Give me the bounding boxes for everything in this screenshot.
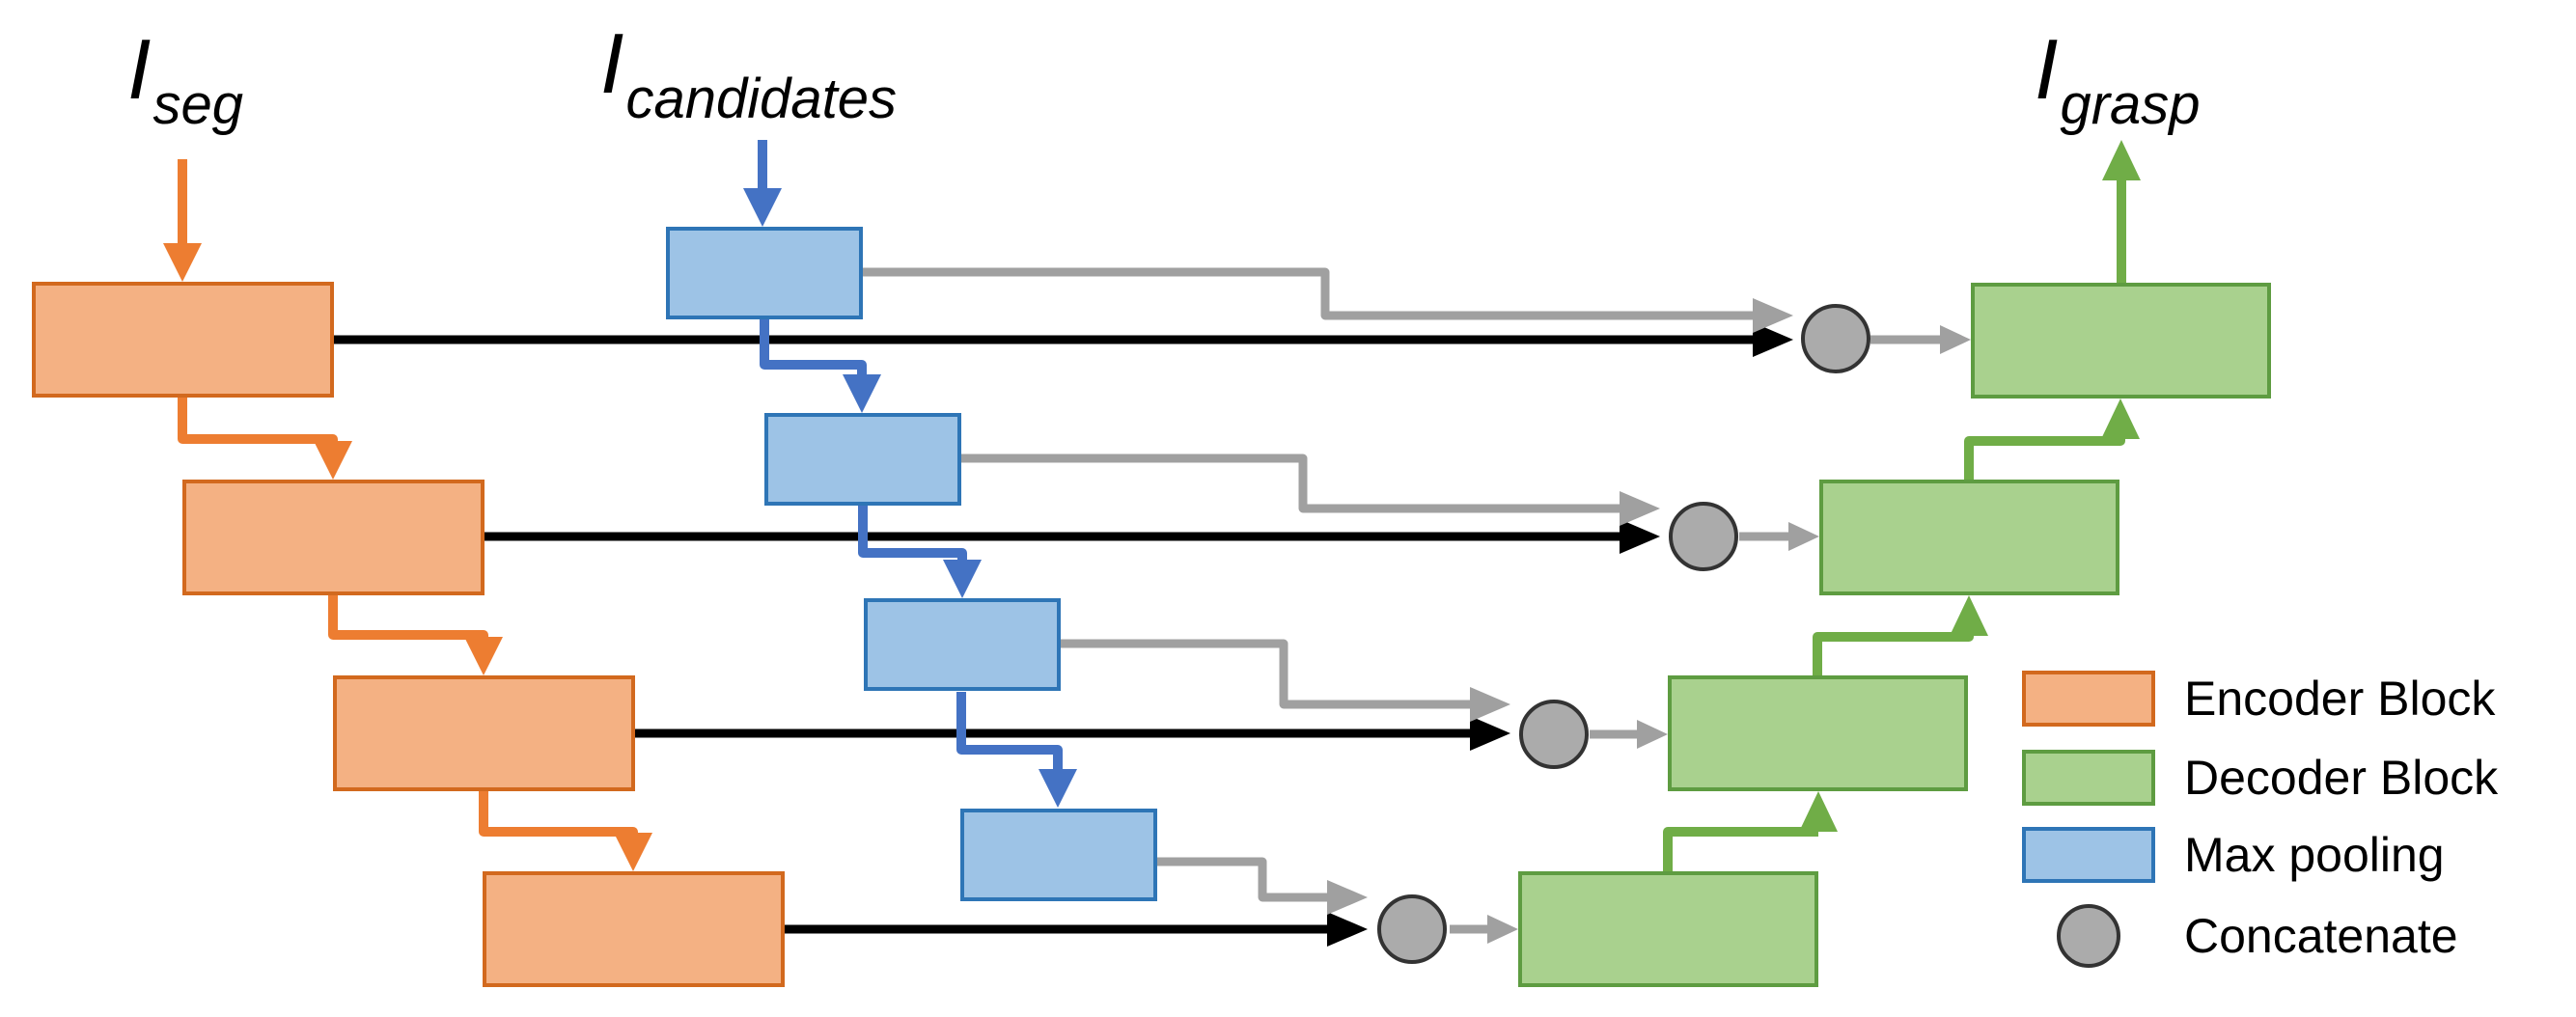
concatenate-swatch [2057, 904, 2120, 968]
concatenate-node-2 [1669, 502, 1738, 571]
decoder-block-4 [1518, 871, 1818, 987]
maxpool-skip-line-4 [1156, 857, 1368, 915]
maxpool-block-2 [764, 413, 961, 506]
output-label-grasp: Igrasp [2035, 21, 2201, 136]
legend-item-maxpool: Max pooling [2022, 827, 2445, 883]
legend-item-concatenate: Concatenate [2022, 904, 2458, 968]
input-arrow-seg [163, 159, 202, 282]
input-arrow-candidates [743, 140, 782, 227]
encoder-block-swatch [2022, 671, 2155, 727]
maxpool-block-3 [864, 598, 1061, 691]
concat-decoder-arrow-3 [1590, 720, 1668, 749]
input-label-candidates-sub: candidates [625, 68, 897, 130]
maxpool-skip-line-1 [862, 267, 1793, 333]
maxpool-swatch [2022, 827, 2155, 883]
input-label-candidates: Icandidates [600, 15, 897, 130]
concatenate-node-1 [1801, 304, 1870, 373]
decoder-block-swatch [2022, 750, 2155, 806]
maxpool-elbow-1-2 [760, 318, 881, 413]
decoder-block-3 [1668, 675, 1968, 791]
concat-decoder-arrow-1 [1870, 325, 1971, 354]
output-label-grasp-sub: grasp [2060, 73, 2201, 136]
legend-label-concatenate: Concatenate [2184, 909, 2458, 963]
maxpool-block-1 [666, 227, 863, 319]
decoder-block-1 [1971, 283, 2271, 399]
legend-label-encoder: Encoder Block [2184, 672, 2496, 726]
encoder-concat-line-3 [635, 716, 1510, 751]
encoder-block-1 [32, 282, 334, 398]
output-arrow-grasp [2102, 140, 2141, 283]
encoder-concat-line-4 [785, 912, 1368, 947]
concat-decoder-arrow-4 [1450, 915, 1518, 944]
encoder-elbow-2-3 [328, 595, 503, 675]
concatenate-node-4 [1377, 894, 1447, 964]
legend-label-decoder: Decoder Block [2184, 751, 2499, 805]
legend-item-decoder: Decoder Block [2022, 750, 2498, 806]
input-label-seg-sub: seg [152, 73, 243, 136]
concat-decoder-arrow-2 [1739, 522, 1819, 551]
maxpool-skip-line-3 [1059, 639, 1510, 722]
decoder-block-2 [1819, 480, 2119, 595]
input-label-seg-base: I [127, 21, 152, 117]
encoder-elbow-1-2 [178, 398, 352, 480]
encoder-concat-line-2 [485, 519, 1660, 554]
encoder-block-2 [182, 480, 485, 595]
concatenate-node-3 [1519, 700, 1589, 769]
input-label-seg: Iseg [127, 21, 243, 136]
output-label-grasp-base: I [2035, 21, 2059, 117]
encoder-block-4 [483, 871, 785, 987]
maxpool-block-4 [960, 809, 1157, 901]
legend-label-maxpool: Max pooling [2184, 828, 2445, 882]
decoder-elbow-3-2 [1813, 595, 1988, 675]
decoder-elbow-2-1 [1964, 399, 2140, 480]
maxpool-elbow-2-3 [858, 505, 982, 598]
input-label-candidates-base: I [600, 15, 624, 111]
maxpool-elbow-3-4 [956, 692, 1077, 808]
encoder-block-3 [333, 675, 635, 791]
maxpool-skip-line-2 [961, 454, 1660, 526]
legend-item-encoder: Encoder Block [2022, 671, 2495, 727]
decoder-elbow-4-3 [1663, 791, 1838, 871]
encoder-concat-line-1 [334, 322, 1793, 357]
encoder-elbow-3-4 [479, 791, 652, 871]
